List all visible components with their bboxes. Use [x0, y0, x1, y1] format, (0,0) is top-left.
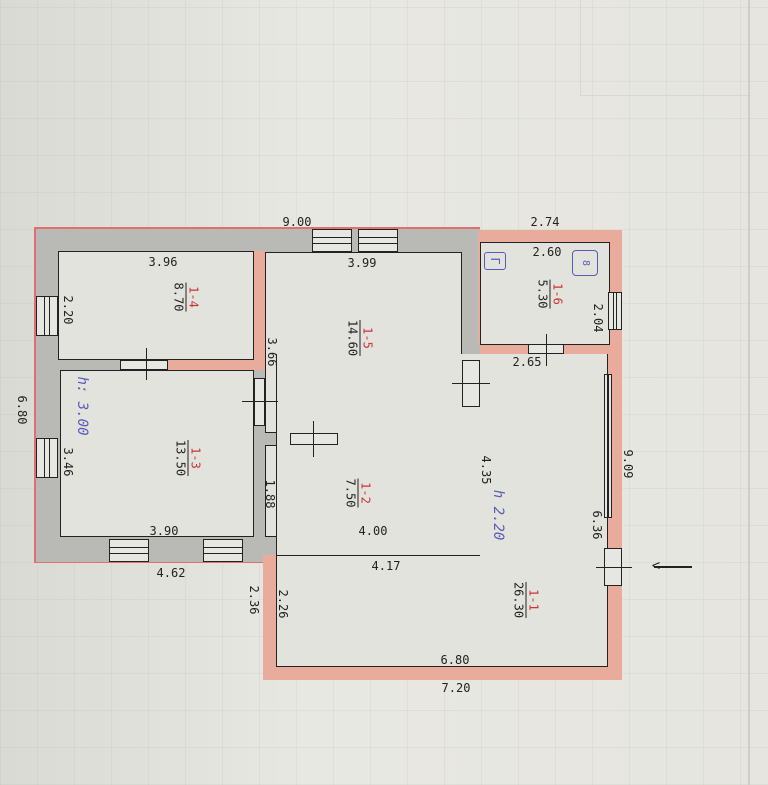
door	[120, 360, 168, 370]
stove-icon: Г	[484, 252, 506, 270]
partition-pink	[254, 251, 265, 370]
dim-bottom-mid: 4.17	[371, 559, 401, 573]
dim-annex-inner: 2.60	[532, 245, 562, 259]
dim-top-total: 9.00	[282, 215, 312, 229]
room-area: 14.60	[345, 319, 360, 357]
height-note-main: h: 3.00	[74, 376, 90, 436]
room-number: 1-6	[549, 279, 565, 309]
outline-left	[34, 227, 36, 563]
title-block-corner	[580, 0, 751, 96]
window	[203, 539, 243, 562]
boiler-icon: 8	[572, 250, 598, 276]
dim-veranda-outer-left: 2.36	[247, 585, 261, 615]
dim-veranda-inner-width: 6.80	[440, 653, 470, 667]
dim-room-1-5-depth: 3.66	[265, 337, 279, 367]
dim-left-total: 6.80	[15, 395, 29, 425]
room-1-1-lower	[276, 555, 608, 667]
window	[36, 296, 58, 336]
window	[608, 292, 622, 330]
room-number: 1-2	[357, 478, 373, 508]
room-number: 1-4	[185, 282, 201, 312]
dim-annex-side: 2.04	[591, 303, 605, 333]
dim-room-1-2-depth: 1.88	[263, 479, 277, 509]
dim-right-total: 9.09	[621, 449, 635, 479]
room-1-3	[60, 370, 254, 537]
dim-veranda-outer-width: 7.20	[441, 681, 471, 695]
dim-annex-outer: 2.74	[530, 215, 560, 229]
dim-bottom-left: 4.62	[156, 566, 186, 580]
room-area: 7.50	[343, 478, 358, 508]
dim-room-1-2-width: 4.00	[358, 524, 388, 538]
dim-right-inner: 6.36	[590, 510, 604, 540]
room-area: 8.70	[171, 282, 186, 312]
room-area: 13.50	[173, 439, 188, 477]
door	[254, 378, 265, 426]
sheet-edge	[748, 0, 750, 785]
door-mark	[146, 348, 147, 380]
room-area: 26.30	[511, 581, 526, 619]
dim-wall-4-35: 4.35	[479, 455, 493, 485]
dim-room-1-4-width: 3.96	[148, 255, 178, 269]
room-number: 1-3	[187, 439, 203, 477]
door-mark	[242, 401, 278, 402]
dim-room-1-3-depth: 3.46	[61, 447, 75, 477]
dim-veranda-inner-left: 2.26	[276, 589, 290, 619]
dim-annex-bottom: 2.65	[512, 355, 542, 369]
door-mark	[546, 334, 547, 366]
room-number: 1-1	[525, 581, 541, 619]
dim-room-1-3-width: 3.90	[149, 524, 179, 538]
window	[36, 438, 58, 478]
room-1-1-upper	[480, 354, 608, 556]
window	[358, 229, 398, 252]
height-note-annex: h 2.20	[490, 489, 506, 541]
room-1-4	[58, 251, 254, 360]
door	[290, 433, 338, 445]
window	[109, 539, 149, 562]
dim-room-1-5-width: 3.99	[347, 256, 377, 270]
partition-pink-3	[168, 360, 256, 370]
dim-room-1-4-depth: 2.20	[61, 295, 75, 325]
door-mark	[313, 421, 314, 457]
room-1-6	[480, 242, 610, 345]
window	[604, 374, 612, 518]
outline-top	[34, 227, 480, 229]
window	[312, 229, 352, 252]
entrance-arrow	[654, 566, 692, 568]
door-mark	[452, 383, 490, 384]
arrow-head-icon: <	[651, 558, 661, 574]
door-mark	[596, 567, 632, 568]
room-area: 5.30	[535, 279, 550, 309]
room-number: 1-5	[359, 319, 375, 357]
outline-bottom	[34, 561, 264, 563]
